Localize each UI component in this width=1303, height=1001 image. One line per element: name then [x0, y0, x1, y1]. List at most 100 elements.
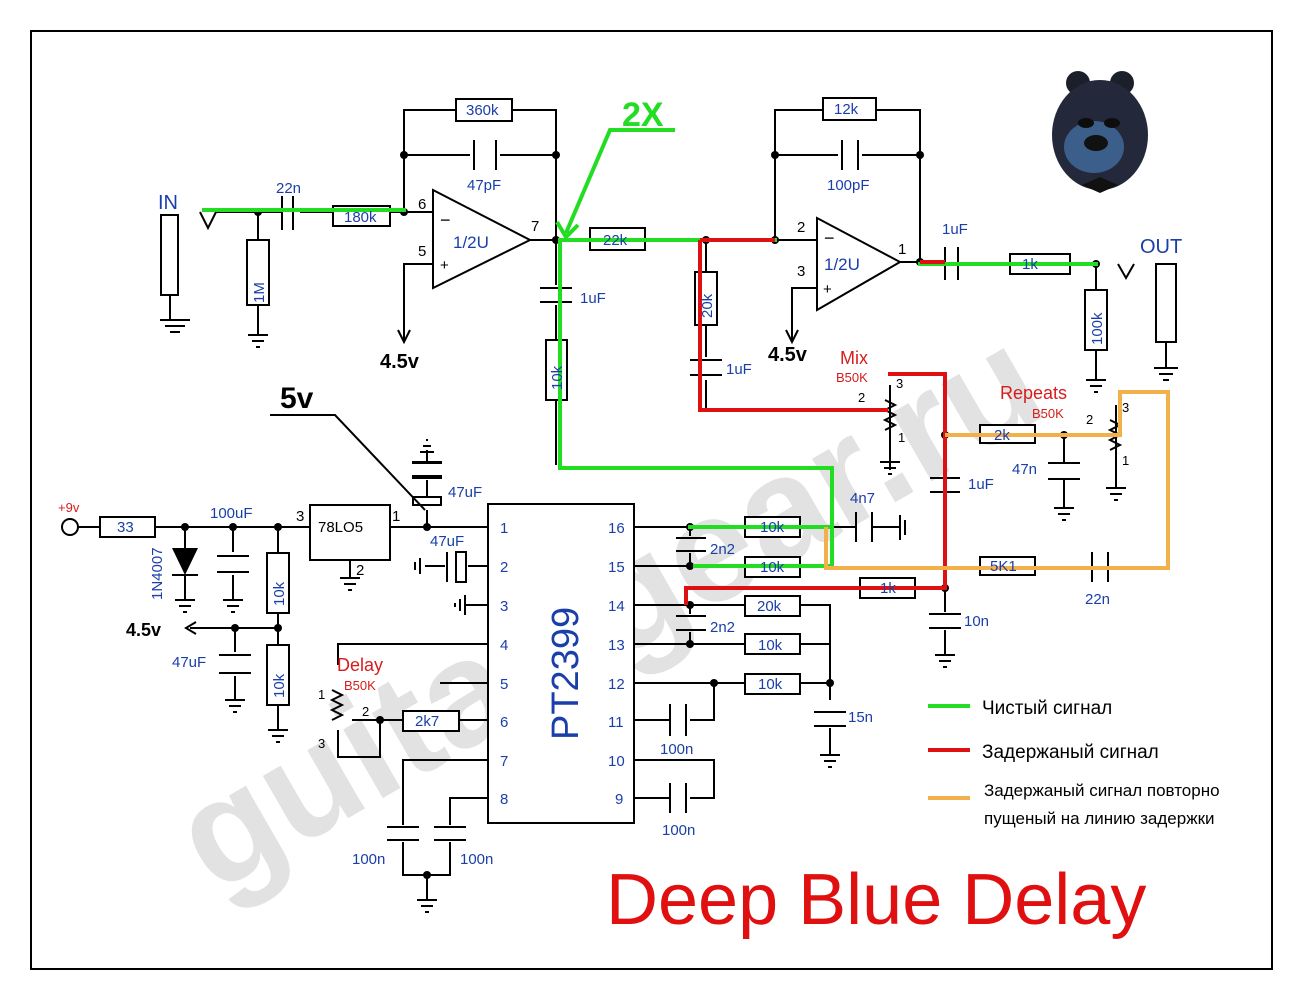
- r5k1: 5K1: [990, 558, 1017, 575]
- r100k: 100k: [1089, 312, 1106, 345]
- c100n-7: 100n: [352, 851, 385, 868]
- opamp2-pin-noninv: 3: [797, 263, 805, 280]
- r180k: 180k: [344, 209, 377, 226]
- c1u-b: 1uF: [726, 361, 752, 378]
- pot-mix-pin3: 3: [896, 376, 903, 391]
- bias-label-2: 4.5v: [768, 344, 808, 366]
- ic-pin-8: 8: [500, 791, 508, 808]
- ic-pin-6: 6: [500, 714, 508, 731]
- two-x-label: 2X: [622, 96, 664, 134]
- pot-mix-label: Mix: [840, 348, 868, 368]
- opamp1-pin-noninv: 5: [418, 243, 426, 260]
- c2n2-b: 2n2: [710, 619, 735, 636]
- c47u-div: 47uF: [172, 654, 206, 671]
- ic-pin-7: 7: [500, 753, 508, 770]
- pot-labels: Mix B50K 3 2 1 Repeats B50K 3 2 1 Delay …: [318, 348, 1129, 751]
- c22n-in: 22n: [276, 180, 301, 197]
- in-label: IN: [158, 192, 178, 214]
- opamp1-label: 1/2U: [453, 233, 489, 252]
- opamp1-pin-inv: 6: [418, 196, 426, 213]
- bias-label-1: 4.5v: [380, 351, 420, 373]
- pot-mix-value: B50K: [836, 370, 868, 385]
- legend-label-clean: Чистый сигнал: [982, 698, 1112, 719]
- c47u-pin2: 47uF: [430, 533, 464, 550]
- r22k: 22k: [603, 232, 628, 249]
- r10k-div1: 10k: [271, 581, 288, 606]
- r1k-mid: 1k: [880, 580, 896, 597]
- r10k-a: 10k: [549, 365, 566, 390]
- pot-delay-pin2: 2: [362, 704, 369, 719]
- ic-pin-14: 14: [608, 598, 625, 615]
- frame: [30, 30, 1273, 970]
- svg-text:−: −: [824, 228, 835, 248]
- supply-label: +9v: [58, 500, 80, 515]
- r10k-16: 10k: [760, 519, 785, 536]
- pt2399-body: [487, 503, 635, 824]
- r33: 33: [117, 519, 134, 536]
- ic-pin-9: 9: [615, 791, 623, 808]
- pot-repeats-value: B50K: [1032, 406, 1064, 421]
- r10k-12: 10k: [758, 676, 783, 693]
- opamp2-pin-inv: 2: [797, 219, 805, 236]
- wiring: [61, 97, 1178, 913]
- opamp-labels: 1/2U − + 6 5 7 1/2U − + 2 3 1: [418, 196, 906, 298]
- pot-repeats-label: Repeats: [1000, 383, 1067, 403]
- reg-pin-gnd: 2: [356, 562, 364, 579]
- c47p: 47pF: [467, 177, 501, 194]
- pot-repeats-pin3: 3: [1122, 400, 1129, 415]
- ic-pin-15: 15: [608, 559, 625, 576]
- r10k-div2: 10k: [271, 673, 288, 698]
- c1u-a: 1uF: [580, 290, 606, 307]
- pot-delay-label: Delay: [337, 655, 383, 675]
- legend-label-repeat-1: Задержаный сигнал повторно: [984, 781, 1220, 800]
- r10k-13: 10k: [758, 637, 783, 654]
- pot-repeats-pin2: 2: [1086, 412, 1093, 427]
- pot-mix-pin1: 1: [898, 430, 905, 445]
- diagram-title: Deep Blue Delay: [606, 860, 1146, 940]
- r20k-14: 20k: [757, 598, 782, 615]
- opamp1-pin-out: 7: [531, 218, 539, 235]
- svg-text:−: −: [440, 210, 451, 230]
- bear-logo-icon: [1052, 71, 1148, 193]
- r2k7: 2k7: [415, 713, 439, 730]
- component-labels: IN OUT 2X 5v 4.5v 4.5v 4.5v +9v 22n 1M 1…: [58, 96, 1182, 868]
- r12k: 12k: [834, 101, 859, 118]
- legend-label-repeat-2: пущеный на линию задержки: [984, 809, 1215, 828]
- ic-pin-3: 3: [500, 598, 508, 615]
- c47u-top: 47uF: [448, 484, 482, 501]
- ic-pin-5: 5: [500, 676, 508, 693]
- c10n: 10n: [964, 613, 989, 630]
- pt2399-ic: PT2399 1 2 3 4 5 6 7 8 16 15 14 13 12 11…: [500, 520, 625, 808]
- signal-paths: [202, 208, 1170, 605]
- ic-pin-1: 1: [500, 520, 508, 537]
- bias-label-3: 4.5v: [126, 620, 161, 640]
- c1u-c: 1uF: [968, 476, 994, 493]
- c100p: 100pF: [827, 177, 870, 194]
- opamp2-pin-out: 1: [898, 241, 906, 258]
- r360k: 360k: [466, 102, 499, 119]
- pot-delay-pin1: 1: [318, 687, 325, 702]
- r10k-15: 10k: [760, 559, 785, 576]
- pot-delay-pin3: 3: [318, 736, 325, 751]
- r1k-out: 1k: [1022, 256, 1038, 273]
- legend: Чистый сигнал Задержаный сигнал Задержан…: [928, 698, 1220, 828]
- ic-pin-12: 12: [608, 676, 625, 693]
- ic-pin-4: 4: [500, 637, 508, 654]
- c100n-9: 100n: [662, 822, 695, 839]
- c4n7: 4n7: [850, 490, 875, 507]
- legend-label-delayed: Задержаный сигнал: [982, 742, 1159, 763]
- svg-text:+: +: [440, 257, 449, 274]
- reg-pin-in: 3: [296, 508, 304, 525]
- ic-name: PT2399: [545, 607, 587, 740]
- svg-text:+: +: [823, 281, 832, 298]
- ic-pin-13: 13: [608, 637, 625, 654]
- ic-pin-16: 16: [608, 520, 625, 537]
- c15n: 15n: [848, 709, 873, 726]
- c100n-8: 100n: [460, 851, 493, 868]
- ic-pin-10: 10: [608, 753, 625, 770]
- pot-delay-value: B50K: [344, 678, 376, 693]
- opamp2-label: 1/2U: [824, 255, 860, 274]
- out-label: OUT: [1140, 236, 1182, 258]
- c2n2-a: 2n2: [710, 541, 735, 558]
